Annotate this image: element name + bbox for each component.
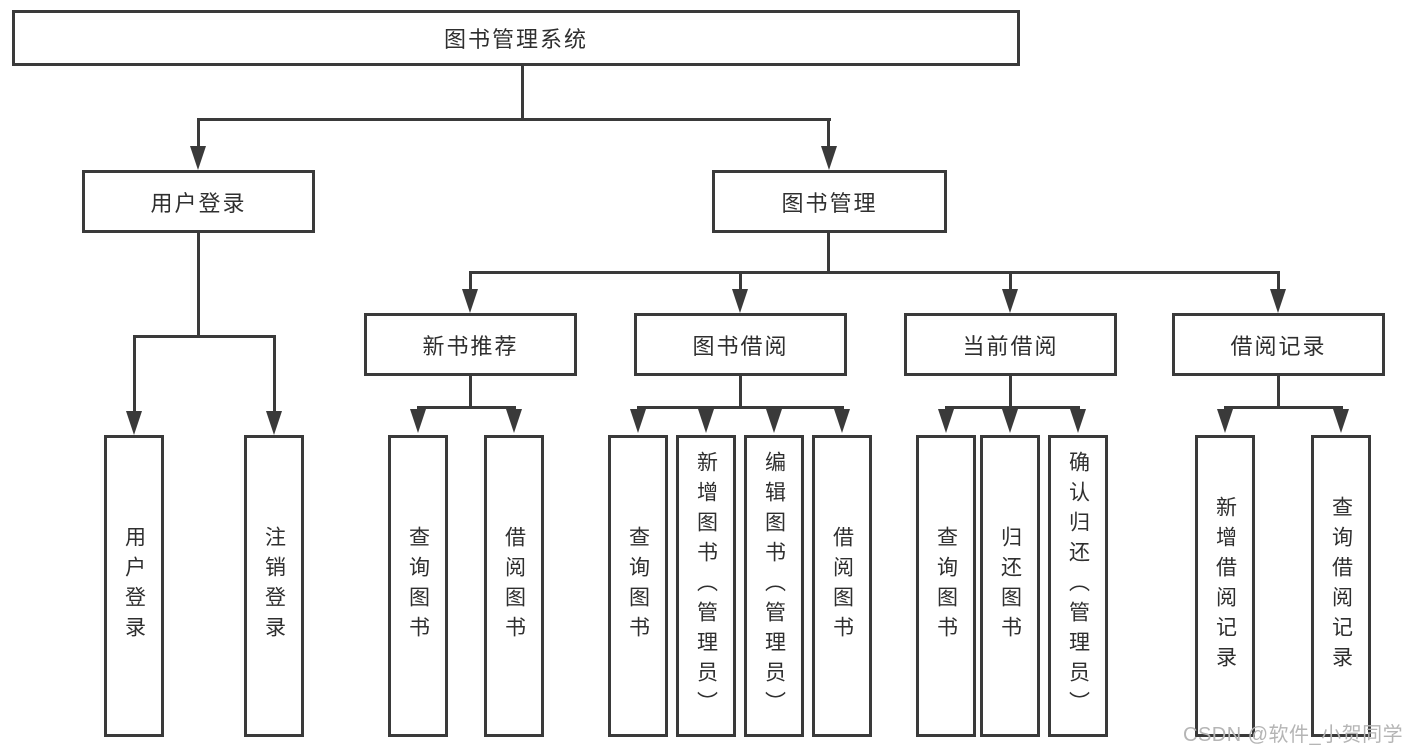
arrowhead-icon (1333, 409, 1349, 433)
leaf-borrow-edit-books-admin-label: 编辑图书（管理员） (762, 451, 786, 721)
connector-line (197, 118, 831, 121)
leaf-borrow-borrow-books: 借阅图书 (812, 435, 872, 737)
watermark: CSDN @软件_小贺同学 (1183, 724, 1404, 746)
arrowhead-icon (410, 409, 426, 433)
connector-line (1009, 376, 1012, 406)
node-user-login: 用户登录 (82, 170, 315, 233)
leaf-borrow-add-books-admin: 新增图书（管理员） (676, 435, 736, 737)
node-borrowing-records-label: 借阅记录 (1230, 333, 1327, 359)
leaf-borrow-query-books-label: 查询图书 (626, 526, 650, 646)
connector-line (133, 335, 276, 338)
node-borrowing-records: 借阅记录 (1172, 313, 1385, 376)
connector-line (1224, 406, 1343, 409)
arrowhead-icon (821, 146, 837, 170)
node-current-borrowing: 当前借阅 (904, 313, 1117, 376)
arrowhead-icon (698, 409, 714, 433)
arrowhead-icon (732, 289, 748, 313)
arrowhead-icon (1270, 289, 1286, 313)
arrowhead-icon (126, 411, 142, 435)
leaf-logout-label: 注销登录 (262, 526, 286, 646)
connector-line (417, 406, 516, 409)
node-book-borrowing: 图书借阅 (634, 313, 847, 376)
connector-line (469, 376, 472, 406)
arrowhead-icon (1070, 409, 1086, 433)
arrowhead-icon (1002, 289, 1018, 313)
connector-line (637, 406, 844, 409)
leaf-recommend-borrow-books-label: 借阅图书 (502, 526, 526, 646)
leaf-records-query-record: 查询借阅记录 (1311, 435, 1371, 737)
node-book-management: 图书管理 (712, 170, 947, 233)
connector-line (827, 233, 830, 274)
leaf-borrow-borrow-books-label: 借阅图书 (830, 526, 854, 646)
leaf-recommend-query-books-label: 查询图书 (406, 526, 430, 646)
leaf-recommend-query-books: 查询图书 (388, 435, 448, 737)
node-book-management-label: 图书管理 (781, 190, 878, 216)
connector-line (1009, 274, 1012, 291)
connector-line (1277, 274, 1280, 291)
leaf-current-query-books: 查询图书 (916, 435, 976, 737)
arrowhead-icon (266, 411, 282, 435)
leaf-current-query-books-label: 查询图书 (934, 526, 958, 646)
connector-line (197, 121, 200, 148)
arrowhead-icon (630, 409, 646, 433)
leaf-borrow-add-books-admin-label: 新增图书（管理员） (694, 451, 718, 721)
arrowhead-icon (938, 409, 954, 433)
arrowhead-icon (506, 409, 522, 433)
leaf-current-return-books: 归还图书 (980, 435, 1040, 737)
connector-line (739, 274, 742, 291)
leaf-recommend-borrow-books: 借阅图书 (484, 435, 544, 737)
arrowhead-icon (1217, 409, 1233, 433)
connector-line (469, 274, 472, 291)
leaf-records-add-record-label: 新增借阅记录 (1213, 496, 1237, 676)
leaf-records-query-record-label: 查询借阅记录 (1329, 496, 1353, 676)
arrowhead-icon (766, 409, 782, 433)
connector-line (133, 338, 136, 411)
arrowhead-icon (190, 146, 206, 170)
node-root-label: 图书管理系统 (443, 27, 588, 52)
leaf-user-login: 用户登录 (104, 435, 164, 737)
connector-line (945, 406, 1080, 409)
connector-line (521, 66, 524, 118)
arrowhead-icon (462, 289, 478, 313)
leaf-current-confirm-return-admin: 确认归还（管理员） (1048, 435, 1108, 737)
leaf-records-add-record: 新增借阅记录 (1195, 435, 1255, 737)
connector-line (273, 338, 276, 411)
connector-line (827, 121, 830, 148)
arrowhead-icon (834, 409, 850, 433)
node-book-borrowing-label: 图书借阅 (692, 333, 789, 359)
connector-line (739, 376, 742, 406)
leaf-borrow-query-books: 查询图书 (608, 435, 668, 737)
leaf-borrow-edit-books-admin: 编辑图书（管理员） (744, 435, 804, 737)
node-root: 图书管理系统 (12, 10, 1020, 66)
leaf-logout: 注销登录 (244, 435, 304, 737)
node-new-book-recommendation-label: 新书推荐 (422, 333, 519, 359)
connector-line (197, 233, 200, 338)
node-user-login-label: 用户登录 (150, 190, 247, 216)
node-new-book-recommendation: 新书推荐 (364, 313, 577, 376)
connector-line (1277, 376, 1280, 406)
connector-line (469, 271, 1280, 274)
leaf-current-return-books-label: 归还图书 (998, 526, 1022, 646)
leaf-user-login-label: 用户登录 (122, 526, 146, 646)
node-current-borrowing-label: 当前借阅 (962, 333, 1059, 359)
arrowhead-icon (1002, 409, 1018, 433)
leaf-current-confirm-return-admin-label: 确认归还（管理员） (1066, 451, 1090, 721)
